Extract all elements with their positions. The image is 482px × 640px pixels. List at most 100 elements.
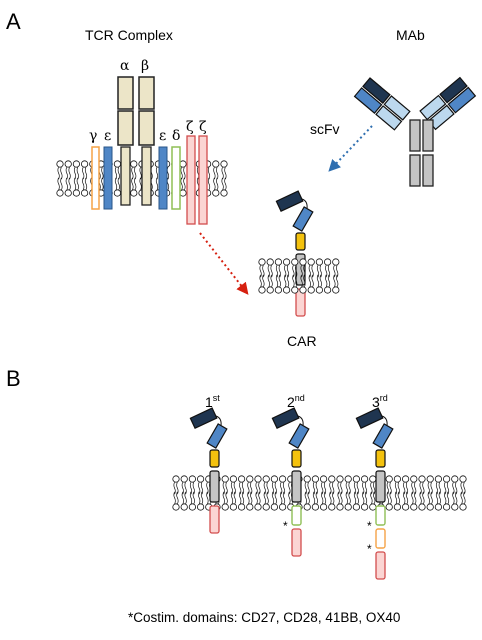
lipid-tail (280, 482, 286, 495)
car-generation-1 (189, 407, 228, 534)
lipid-tail (304, 491, 310, 504)
scfv-heavy-domain (275, 190, 304, 212)
lipid-head (197, 475, 205, 483)
lipid-head (303, 503, 311, 511)
lipid-head (328, 503, 336, 511)
lipid-tail (427, 491, 433, 504)
lipid-tail (284, 274, 290, 287)
lipid-tail (312, 491, 318, 504)
car-label: CAR (287, 333, 317, 349)
lipid-tail (247, 482, 253, 495)
beta-chain-lower (138, 110, 155, 146)
lipid-tail (57, 167, 63, 180)
lipid-tail (221, 177, 227, 190)
lipid-tail (300, 265, 306, 278)
zeta-1-label: ζ (186, 119, 194, 135)
lipid-head (113, 189, 122, 197)
lipid-tail (337, 482, 343, 495)
lipid-head (229, 475, 237, 483)
mab-fc-upper-left (409, 119, 421, 152)
lipid-tail (444, 482, 450, 495)
scfv-linker (215, 415, 222, 427)
lipid-tail (284, 265, 290, 278)
lipid-head (278, 475, 287, 483)
panel-a-letter: A (6, 9, 21, 34)
hinge-domain (291, 449, 302, 468)
mab-fc-upper-right (422, 119, 434, 152)
zeta-chain-1 (186, 135, 196, 225)
mab-left-light-variable (353, 87, 383, 114)
lipid-tail (280, 491, 286, 504)
panel-b-letter: B (6, 366, 21, 391)
lipid-head (282, 258, 291, 266)
lipid-tail (131, 167, 137, 180)
lipid-tail (435, 482, 441, 495)
lipid-tail (353, 491, 359, 504)
lipid-tail (271, 482, 277, 495)
gamma-label: γ (89, 128, 97, 144)
lipid-head (278, 503, 287, 511)
alpha-chain-tm (120, 146, 131, 206)
lipid-tail (292, 274, 298, 287)
lipid-head (434, 475, 442, 483)
scfv-light-domain (292, 206, 314, 232)
lipid-tail (181, 482, 187, 495)
epsilon-chain-left (103, 146, 113, 210)
lipid-head (459, 503, 467, 511)
lipid-head (238, 475, 246, 483)
lipid-tail (308, 265, 314, 278)
tcr-to-car-arrow (199, 232, 249, 295)
lipid-head (262, 475, 270, 483)
car-membrane (258, 258, 340, 294)
hinge-domain (209, 449, 220, 468)
lipid-tail (300, 274, 306, 287)
lipid-tail (394, 491, 400, 504)
lipid-head (418, 503, 426, 511)
lipid-head (442, 503, 451, 511)
lipid-head (179, 189, 187, 197)
scfv-light-domain (206, 423, 228, 449)
generation-3-label: 3rd (372, 393, 388, 410)
lipid-tail (333, 265, 339, 278)
scfv-light (372, 423, 394, 449)
lipid-tail (316, 265, 322, 278)
lipid-head (188, 475, 196, 483)
lipid-tail (304, 482, 310, 495)
lipid-tail (329, 491, 335, 504)
lipid-tail (239, 482, 245, 495)
lipid-tail (411, 482, 417, 495)
lipid-head (332, 286, 340, 294)
lipid-tail (267, 274, 273, 287)
scfv-heavy-domain (271, 407, 300, 429)
lipid-tail (213, 177, 219, 190)
lipid-head (64, 189, 72, 197)
lipid-head (270, 503, 278, 511)
mab-right-heavy-variable (439, 76, 468, 104)
lipid-tail (444, 491, 450, 504)
lipid-head (238, 503, 246, 511)
mab-left-light-constant (375, 105, 403, 131)
lipid-head (369, 503, 377, 511)
lipid-tail (321, 491, 327, 504)
lipid-head (130, 189, 138, 197)
lipid-tail (263, 491, 269, 504)
lipid-head (266, 258, 274, 266)
lipid-tail (73, 167, 79, 180)
lipid-tail (230, 491, 236, 504)
lipid-head (113, 160, 122, 168)
lipid-head (258, 258, 266, 266)
lipid-tail (333, 274, 339, 287)
alpha-chain-upper (117, 76, 134, 110)
lipid-tail (189, 491, 195, 504)
mab-right-light-variable (447, 86, 477, 114)
lipid-head (212, 189, 220, 197)
scfv-light (206, 423, 228, 449)
lipid-head (401, 475, 410, 483)
lipid-head (299, 258, 307, 266)
lipid-head (188, 503, 196, 511)
lipid-head (220, 189, 228, 197)
cd3-zeta-domain (291, 528, 302, 557)
tcr-complex (91, 76, 208, 225)
lipid-tail (370, 482, 376, 495)
